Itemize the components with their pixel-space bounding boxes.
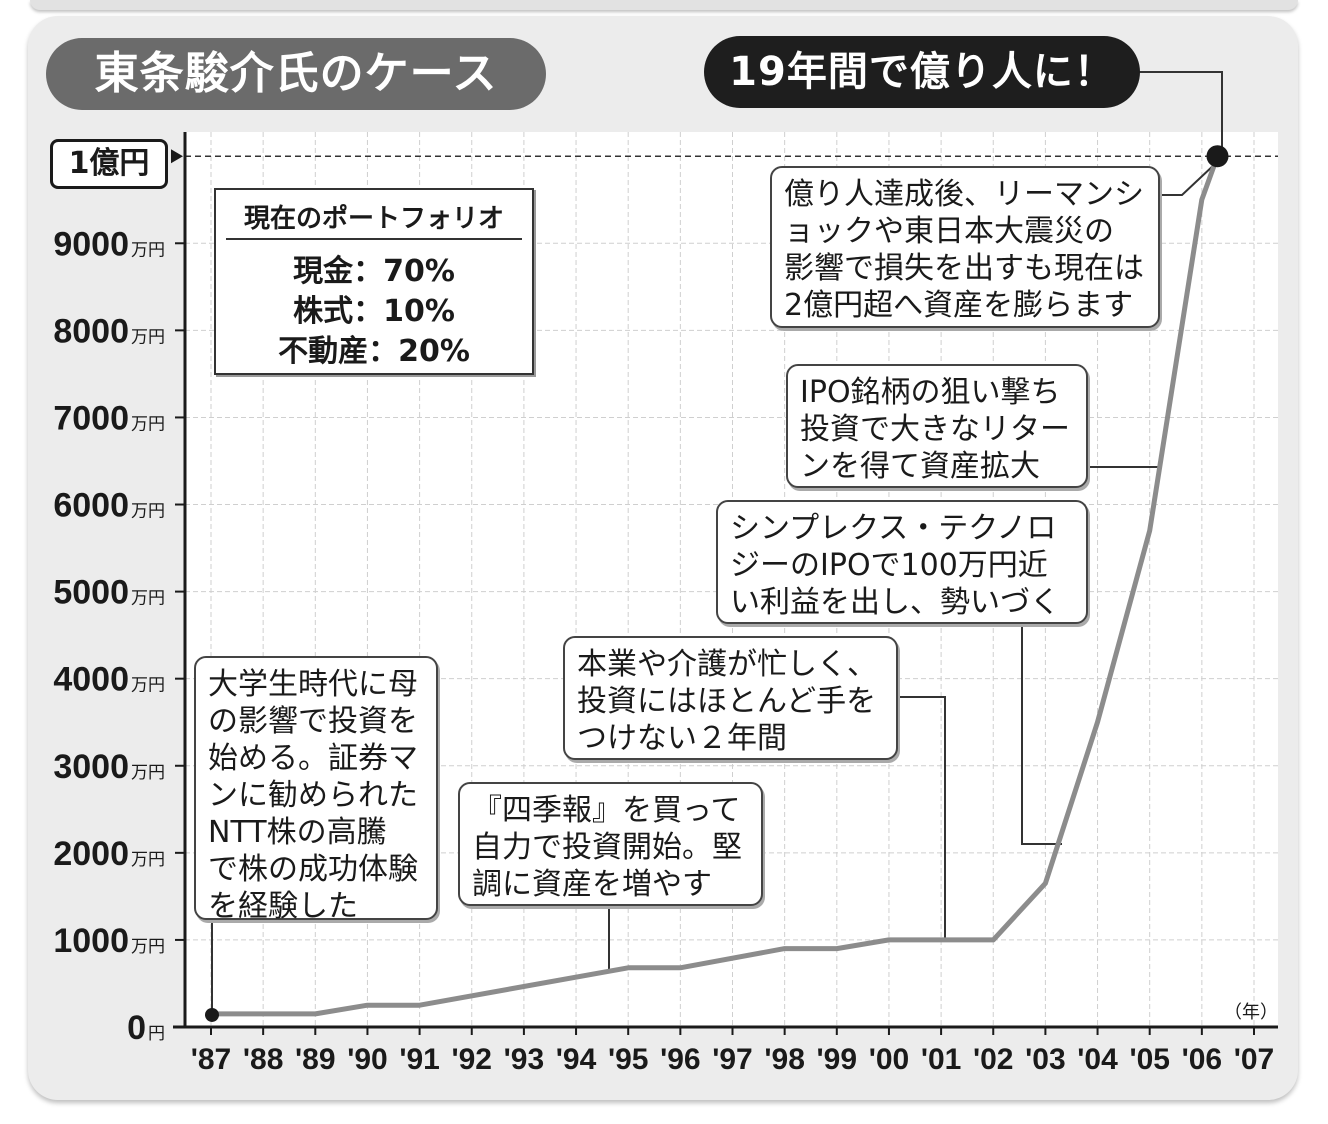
x-tick-label-16: '03 bbox=[1025, 1043, 1066, 1076]
annotation-1991: 『四季報』を買って 自力で投資開始。堅 調に資産を増やす bbox=[458, 782, 763, 906]
x-tick-label-19: '06 bbox=[1182, 1043, 1223, 1076]
x-tick-label-15: '02 bbox=[973, 1043, 1014, 1076]
x-tick-label-18: '05 bbox=[1129, 1043, 1170, 1076]
x-tick-label-13: '00 bbox=[869, 1043, 910, 1076]
x-tick-label-14: '01 bbox=[921, 1043, 962, 1076]
annotation-ipo: シンプレクス・テクノロ ジーのIPOで100万円近 い利益を出し、勢いづく bbox=[716, 500, 1088, 624]
x-tick-label-2: '89 bbox=[295, 1043, 336, 1076]
x-tick-label-5: '92 bbox=[451, 1043, 492, 1076]
x-tick-label-12: '99 bbox=[817, 1043, 858, 1076]
leader-headline bbox=[1138, 71, 1223, 150]
axes bbox=[173, 132, 1278, 1035]
x-tick-label-0: '87 bbox=[191, 1043, 232, 1076]
x-tick-label-1: '88 bbox=[243, 1043, 284, 1076]
goal-point-marker bbox=[1206, 145, 1229, 168]
x-tick-label-17: '04 bbox=[1077, 1043, 1118, 1076]
portfolio-row-stocks: 株式：10% bbox=[293, 294, 455, 329]
asset-series-line bbox=[211, 155, 1220, 1017]
portfolio-box: 現在のポートフォリオ 現金：70% 株式：10% 不動産：20% bbox=[214, 188, 534, 375]
annotation-1987: 大学生時代に母 の影響で投資を 始める。証券マ ンに勧められた NTT株の高騰 … bbox=[194, 656, 438, 924]
top-strip bbox=[30, 0, 1298, 10]
series-layer bbox=[205, 145, 1229, 1022]
x-tick-label-4: '91 bbox=[399, 1043, 440, 1076]
x-tick-label-11: '98 bbox=[764, 1043, 805, 1076]
x-tick-label-20: '07 bbox=[1234, 1043, 1275, 1076]
leader-ipo bbox=[1021, 624, 1062, 845]
start-point-marker bbox=[205, 1007, 219, 1022]
portfolio-row-realestate: 不動産：20% bbox=[278, 334, 470, 369]
x-tick-label-3: '90 bbox=[347, 1043, 388, 1076]
portfolio-title: 現在のポートフォリオ bbox=[243, 204, 504, 234]
oku-label-box: 1億円 bbox=[50, 139, 168, 189]
portfolio-row-cash: 現金：70% bbox=[293, 254, 455, 289]
reference-pointer bbox=[171, 149, 183, 164]
leader-after-goal bbox=[1160, 163, 1216, 196]
headline-badge: 19年間で億り人に！ bbox=[704, 36, 1140, 108]
x-tick-label-6: '93 bbox=[504, 1043, 545, 1076]
chart-title: 東条駿介氏のケース bbox=[46, 38, 546, 110]
leader-lines bbox=[211, 71, 1223, 1014]
annotation-2000: 本業や介護が忙しく、 投資にはほとんど手を つけない２年間 bbox=[563, 636, 898, 760]
x-tick-label-7: '94 bbox=[556, 1043, 597, 1076]
reference-line-layer bbox=[171, 149, 1278, 164]
portfolio-divider bbox=[226, 238, 522, 240]
x-tick-labels: '87 '88 '89 '90 '91 '92 '93 '94 '95 '96 '97 '98 '99 '… bbox=[191, 1043, 1275, 1076]
leader-2000 bbox=[898, 696, 946, 940]
x-axis-unit-label: （年） bbox=[1224, 1002, 1278, 1023]
x-tick-label-8: '95 bbox=[608, 1043, 649, 1076]
x-tick-label-10: '97 bbox=[712, 1043, 753, 1076]
x-tick-label-9: '96 bbox=[660, 1043, 701, 1076]
annotation-after-goal: 億り人達成後、リーマンシ ョックや東日本大震災の 影響で損失を出すも現在は 2億… bbox=[770, 166, 1160, 328]
annotation-ipo-targeting: IPO銘柄の狙い撃ち 投資で大きなリター ンを得て資産拡大 bbox=[786, 364, 1088, 488]
